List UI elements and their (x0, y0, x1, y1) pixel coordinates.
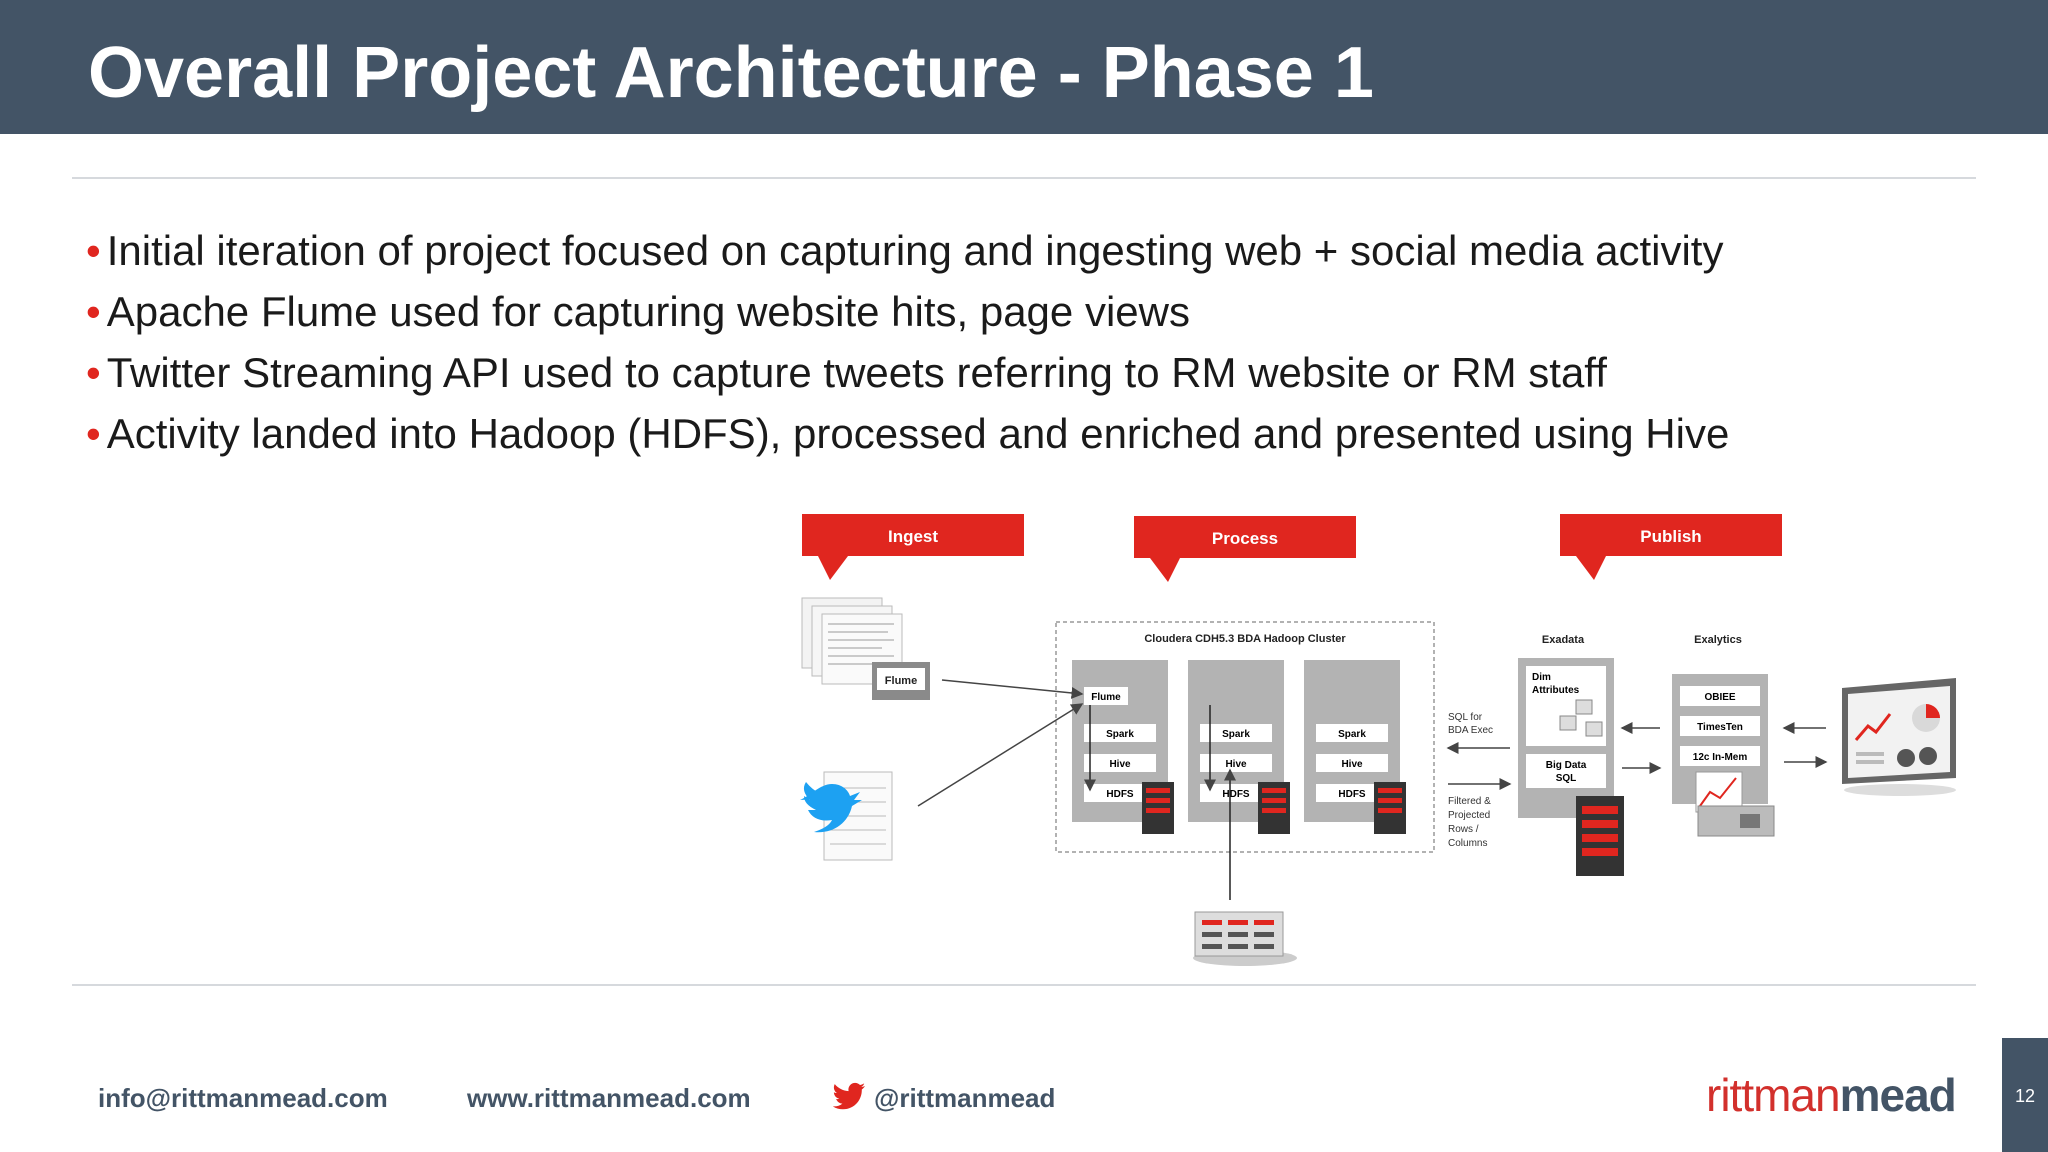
footer-website[interactable]: www.rittmanmead.com (467, 1083, 751, 1113)
svg-text:Filtered &: Filtered & (1448, 796, 1491, 807)
bullet-item: •Activity landed into Hadoop (HDFS), pro… (86, 410, 1730, 457)
svg-text:Ingest: Ingest (888, 527, 938, 546)
page-number-box: 12 (2002, 1038, 2048, 1152)
svg-text:Exadata: Exadata (1542, 634, 1585, 646)
svg-text:HDFS: HDFS (1222, 789, 1250, 800)
hadoop-cluster: Cloudera CDH5.3 BDA Hadoop Cluster (1055, 621, 1435, 853)
title-bar: Overall Project Architecture - Phase 1 (0, 0, 2048, 134)
exadata-box: Exadata Dim Attributes Big Data SQL (1518, 634, 1624, 876)
sql-for-bda-label: SQL for BDA Exec (1446, 712, 1510, 754)
stage-ingest: Ingest (802, 514, 1024, 580)
company-logo: rittmanmead (1706, 1069, 1957, 1121)
svg-text:12c In-Mem: 12c In-Mem (1693, 752, 1748, 763)
svg-text:BDA Exec: BDA Exec (1448, 725, 1493, 736)
stage-process: Process (1134, 516, 1356, 582)
architecture-diagram: Ingest Process Publish Flume (800, 514, 1956, 966)
svg-text:Hive: Hive (1225, 759, 1247, 770)
cluster-node-3: Spark Hive HDFS (1304, 660, 1406, 834)
twitter-feed-icon (800, 771, 893, 861)
svg-text:Hive: Hive (1109, 759, 1131, 770)
bullet-dot: • (86, 410, 101, 457)
svg-text:Flume: Flume (1091, 692, 1121, 703)
footer-email[interactable]: info@rittmanmead.com (98, 1083, 388, 1113)
cluster-node-1: Flume Spark Hive HDFS (1072, 660, 1174, 834)
svg-text:Big Data: Big Data (1546, 760, 1587, 771)
svg-text:Attributes: Attributes (1532, 685, 1580, 696)
top-divider (72, 177, 1976, 179)
svg-text:Exalytics: Exalytics (1694, 634, 1742, 646)
svg-text:Projected: Projected (1448, 810, 1490, 821)
svg-text:Flume: Flume (885, 675, 917, 687)
svg-text:Spark: Spark (1106, 729, 1134, 740)
svg-text:TimesTen: TimesTen (1697, 722, 1743, 733)
storage-array-icon (1193, 768, 1297, 966)
svg-text:Dim: Dim (1532, 672, 1551, 683)
svg-text:Spark: Spark (1338, 729, 1366, 740)
svg-text:HDFS: HDFS (1106, 789, 1134, 800)
exalytics-box: Exalytics OBIEE TimesTen 12c In-Mem (1672, 634, 1775, 837)
svg-text:Cloudera CDH5.3 BDA Hadoop Clu: Cloudera CDH5.3 BDA Hadoop Cluster (1144, 633, 1346, 645)
twitter-icon (833, 1082, 865, 1110)
svg-text:Publish: Publish (1640, 527, 1701, 546)
svg-text:SQL for: SQL for (1448, 712, 1483, 723)
svg-text:OBIEE: OBIEE (1704, 692, 1735, 703)
svg-text:SQL: SQL (1556, 773, 1577, 784)
svg-text:Rows /: Rows / (1448, 824, 1479, 835)
bottom-divider (72, 984, 1976, 986)
dashboard-icon (1842, 678, 1956, 796)
filtered-rows-label: Filtered & Projected Rows / Columns (1448, 778, 1512, 849)
bullet-dot: • (86, 349, 101, 396)
cluster-node-2: Spark Hive HDFS (1188, 660, 1290, 834)
svg-text:Hive: Hive (1341, 759, 1363, 770)
weblog-files-icon (801, 597, 903, 685)
svg-text:Columns: Columns (1448, 838, 1487, 849)
footer-twitter-handle[interactable]: @rittmanmead (874, 1083, 1056, 1113)
bullet-list: •Initial iteration of project focused on… (86, 220, 1729, 464)
svg-text:Process: Process (1212, 529, 1278, 548)
slide-title: Overall Project Architecture - Phase 1 (88, 33, 1374, 113)
bullet-item: •Twitter Streaming API used to capture t… (86, 349, 1607, 396)
svg-text:HDFS: HDFS (1338, 789, 1366, 800)
stage-publish: Publish (1560, 514, 1782, 580)
flume-agent-box: Flume (872, 662, 930, 700)
bullet-dot: • (86, 227, 101, 274)
page-number: 12 (2014, 1086, 2036, 1106)
bullet-dot: • (86, 288, 101, 335)
svg-text:Spark: Spark (1222, 729, 1250, 740)
bullet-item: •Initial iteration of project focused on… (86, 227, 1724, 274)
bullet-item: •Apache Flume used for capturing website… (86, 288, 1190, 335)
